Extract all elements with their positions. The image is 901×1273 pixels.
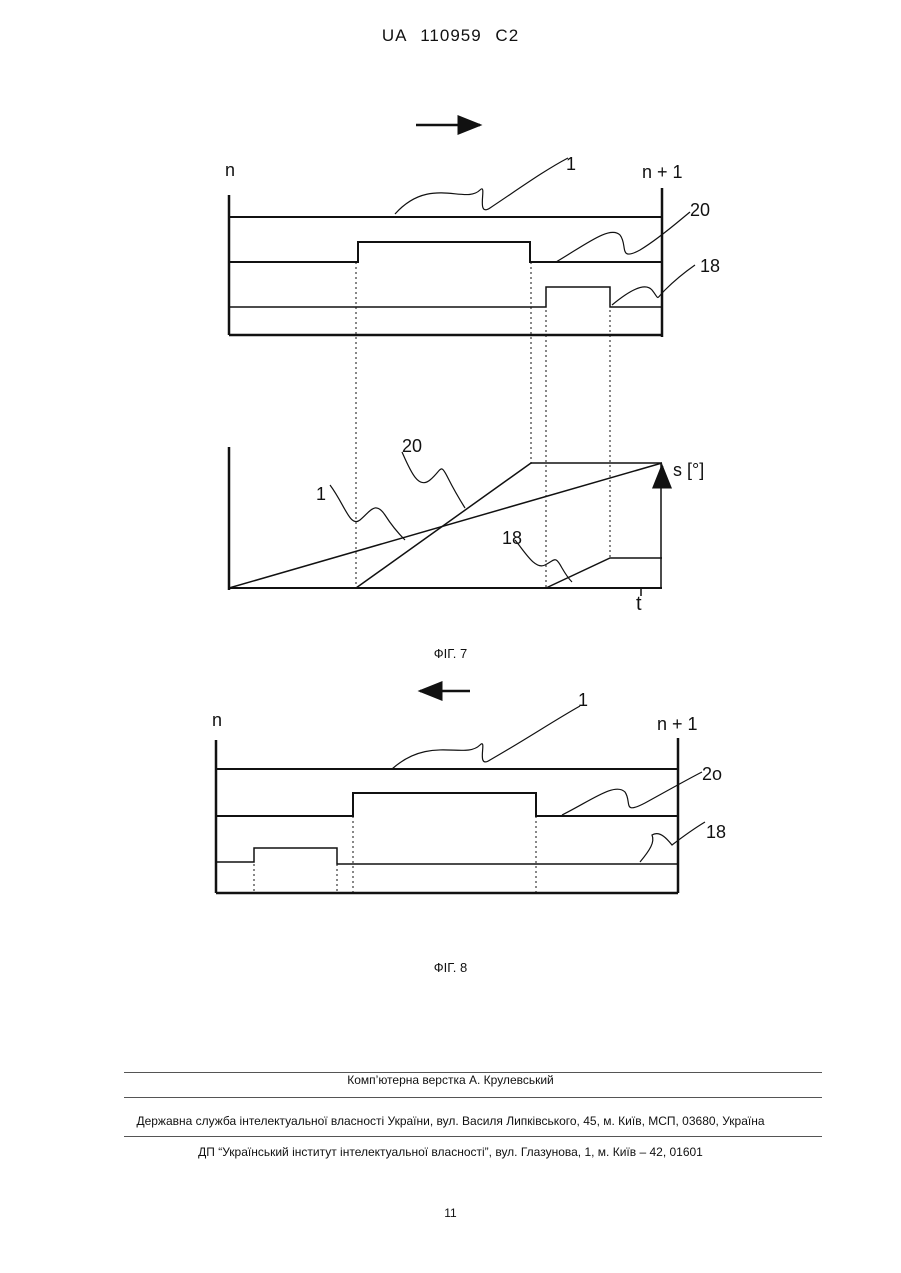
fig8-label-n1: n + 1 <box>657 714 698 734</box>
track-20 <box>216 793 678 816</box>
graph-leader-18 <box>515 540 572 582</box>
leader-18 <box>612 265 695 305</box>
fig7-caption: ФІГ. 7 <box>0 646 901 661</box>
patent-drawings: n n + 1 1 20 18 1 20 18 s [°] t <box>0 0 901 1000</box>
track-20 <box>229 242 662 262</box>
footer-typesetting: Комп’ютерна верстка А. Крулевський <box>0 1073 901 1087</box>
footer-rule-middle <box>124 1097 822 1098</box>
fig8-label-n: n <box>212 710 222 730</box>
fig7-x-label: t <box>636 593 642 615</box>
fig7-label-n: n <box>225 160 235 180</box>
fig8-ref-18: 18 <box>706 822 726 842</box>
leader-18 <box>640 822 705 862</box>
fig7-label-n1: n + 1 <box>642 162 683 182</box>
track-18 <box>229 287 662 307</box>
graph-leader-20 <box>402 452 465 508</box>
fig8-diagram <box>216 691 705 893</box>
fig7-graph-ref-18: 18 <box>502 528 522 548</box>
fig7-graph-ref-20: 20 <box>402 436 422 456</box>
track-18 <box>216 848 678 864</box>
footer-agency: Державна служба інтелектуальної власност… <box>0 1114 901 1128</box>
fig8-ref-1: 1 <box>578 690 588 710</box>
footer-rule-bottom <box>124 1136 822 1137</box>
curve-1 <box>229 463 662 588</box>
fig7-ref-20: 20 <box>690 200 710 220</box>
curve-18 <box>546 558 662 588</box>
graph-leader-1 <box>330 485 405 540</box>
fig7-ref-1: 1 <box>566 154 576 174</box>
leader-20 <box>562 772 702 815</box>
fig8-labels: n n + 1 1 2o 18 <box>212 690 726 842</box>
fig7-y-label: s [°] <box>673 460 704 480</box>
fig8-ref-20: 2o <box>702 764 722 784</box>
curve-20 <box>356 463 662 588</box>
fig7-graph-ref-1: 1 <box>316 484 326 504</box>
leader-20 <box>556 212 690 262</box>
leader-1 <box>392 706 580 769</box>
page-number: 11 <box>0 1206 901 1220</box>
fig7-labels: n n + 1 1 20 18 1 20 18 s [°] t <box>225 154 720 615</box>
fig8-caption: ФІГ. 8 <box>0 960 901 975</box>
leader-1 <box>395 158 568 214</box>
footer-institute: ДП “Український інститут інтелектуальної… <box>0 1145 901 1159</box>
fig7-diagram <box>229 125 695 596</box>
fig7-ref-18: 18 <box>700 256 720 276</box>
